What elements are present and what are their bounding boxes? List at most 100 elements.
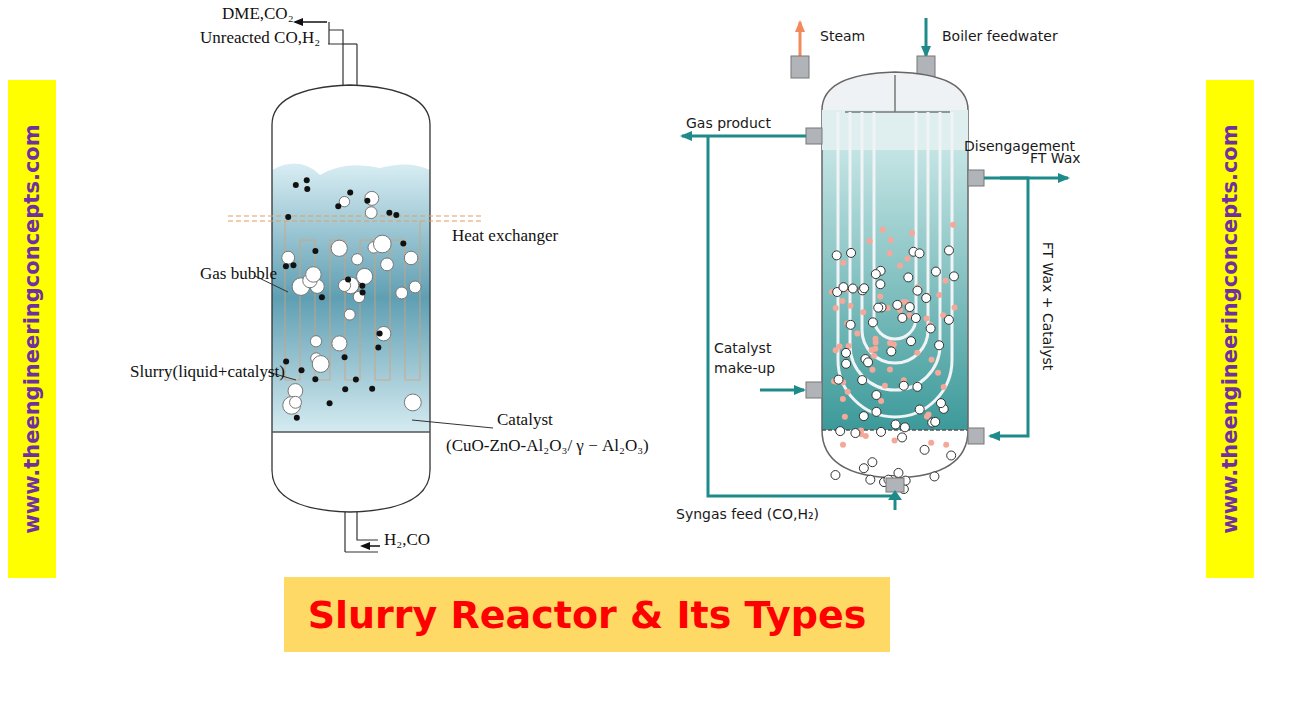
gas-bubble [331,240,347,256]
gas-bubble [851,429,860,438]
catalyst-particle [887,367,893,373]
gas-bubble [930,472,939,481]
catalyst-particle [880,227,886,233]
catalyst-particle [840,442,846,448]
catalyst-particle [887,340,893,346]
gas-bubble [396,287,408,299]
catalyst-particle [293,182,299,188]
gas-bubble [911,314,920,323]
catalyst-particle [928,440,934,446]
catalyst-particle [353,376,359,382]
dme-reactor [228,22,493,552]
catalyst-particle [872,346,878,352]
gas-bubble [936,399,945,408]
catalyst-particle [950,222,956,228]
gas-bubble [312,356,329,373]
catalyst-particle [952,305,958,311]
gas-bubble [876,280,885,289]
watermark: www.theengineeringconcepts.com [20,124,44,533]
catalyst-particle [842,414,848,420]
ft-reactor [682,18,1068,510]
catalyst-particle [335,203,341,209]
gas-bubble [357,268,373,284]
catalyst-particle [319,294,325,300]
gas-bubble [344,309,355,320]
gas-bubble [846,320,855,329]
catalyst-particle [840,396,846,402]
gas-bubble [904,273,913,282]
title: Slurry Reactor & Its Types [308,593,867,637]
part-label: Heat exchanger [452,226,558,246]
gas-bubble [352,254,363,265]
gas-bubble [332,336,347,351]
gas-bubble [949,272,958,281]
stream-label: Catalyst make-up [714,338,796,378]
catalyst-particle [925,411,931,417]
catalyst-particle [941,384,947,390]
catalyst-particle [347,189,353,195]
catalyst-particle [833,305,839,311]
stream-label: Gas product [686,115,771,131]
catalyst-particle [369,386,375,392]
catalyst-particle [304,177,310,183]
gas-bubble [944,246,953,255]
catalyst-particle [393,212,399,218]
catalyst-particle [848,303,854,309]
catalyst-particle [871,353,877,359]
cooling-tube [862,112,928,363]
catalyst-particle [860,309,866,315]
gas-bubble [898,433,907,442]
catalyst-particle [839,298,845,304]
gas-bubble [900,423,909,432]
catalyst-particle [873,340,879,346]
catalyst-particle [943,442,949,448]
catalyst-particle [359,283,365,289]
gas-bubble [859,412,868,421]
cooling-tube [874,112,916,339]
catalyst-particle [342,386,348,392]
part-label: Slurry(liquid+catalyst) [130,362,285,382]
gas-bubble [913,286,922,295]
gas-bubble [376,326,390,340]
gas-bubble [864,358,873,367]
gas-bubble [922,294,931,303]
gas-bubble [872,391,881,400]
catalyst-particle [867,238,873,244]
catalyst-particle [924,316,930,322]
gas-bubble [871,270,880,279]
gas-bubble [944,315,953,324]
catalyst-particle [283,263,289,269]
catalyst-particle [285,214,291,220]
catalyst-particle [888,237,894,243]
stream-label: DME,CO₂ [222,4,294,24]
catalyst-particle [845,389,851,395]
gas-bubble [306,267,321,282]
stream-label: Boiler feedwater [942,28,1058,44]
stream-label: FT Wax [1030,150,1081,166]
gas-bubble [905,303,914,312]
catalyst-particle [909,230,915,236]
gas-bubble [891,420,900,429]
gas-bubble [894,468,903,477]
cooling-tube [850,112,940,390]
catalyst-particle [833,347,839,353]
catalyst-particle [294,415,300,421]
gas-bubble [874,303,883,312]
gas-bubble [858,376,867,385]
gas-bubble [935,341,944,350]
gas-bubble [920,445,929,454]
catalyst-particle [345,277,351,283]
catalyst-particle [840,260,846,266]
catalyst-particle [897,263,903,269]
gas-bubble [887,347,896,356]
gas-bubble [839,283,848,292]
gas-bubble [926,324,935,333]
watermark: www.theengineeringconcepts.com [1218,124,1242,533]
gas-bubble [290,396,302,408]
gas-bubble [404,251,418,265]
gas-bubble [834,375,843,384]
gas-bubble [931,417,940,426]
gas-bubble [872,407,881,416]
gas-bubble [913,382,922,391]
catalyst-formula: (CuO-ZnO-Al₂O₃/ γ − Al₂O₃) [446,436,649,456]
